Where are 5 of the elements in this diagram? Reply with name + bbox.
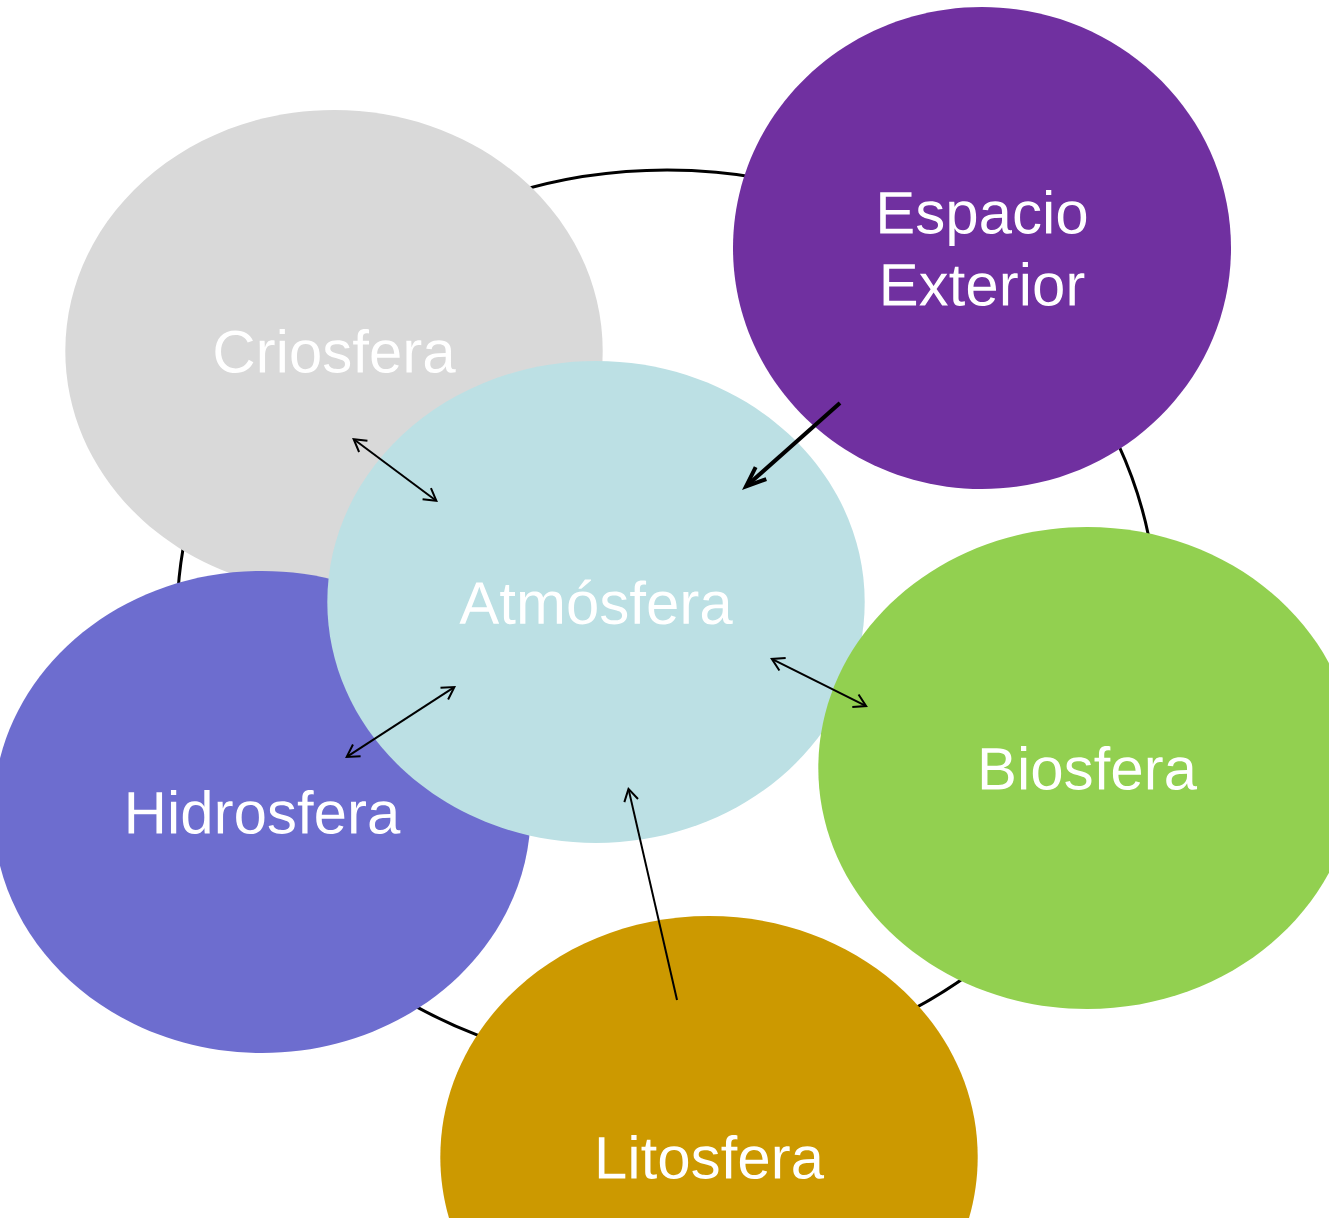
arrow [352, 438, 438, 503]
arrow [770, 657, 868, 708]
arrow [345, 685, 457, 758]
arrow [623, 786, 679, 1001]
arrow [742, 401, 842, 490]
